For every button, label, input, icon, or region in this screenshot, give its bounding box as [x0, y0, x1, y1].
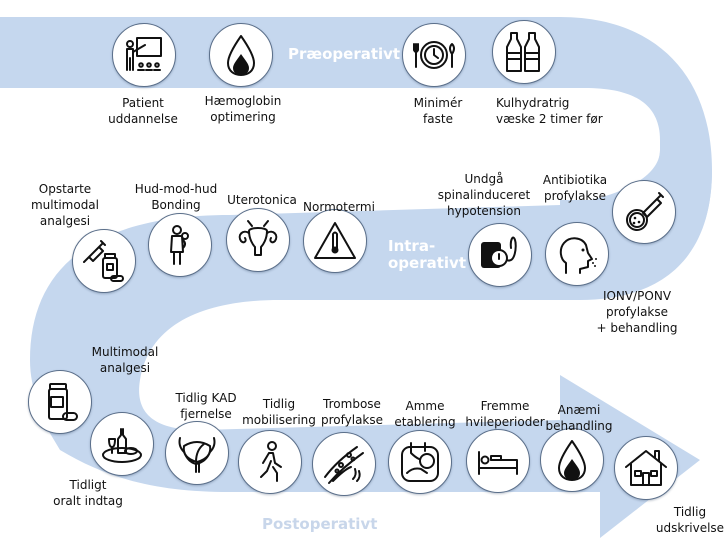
mother-baby-icon — [170, 225, 189, 265]
phase-label-postoperative: Postoperativt — [262, 515, 378, 533]
plate-clock-icon — [413, 41, 455, 69]
step-skin-to-skin — [148, 213, 212, 277]
uterus-icon — [238, 220, 278, 256]
label-early-mobilisation: Tidlig mobilisering — [242, 397, 316, 427]
band-preoperative — [0, 17, 712, 300]
bladder-catheter-icon — [178, 437, 216, 473]
label-anemia-treatment: Anæmi behandling — [545, 403, 613, 433]
label-promote-rest: Fremme hvileperioder — [465, 399, 545, 429]
label-hemoglobin: Hæmoglobin optimering — [204, 94, 282, 124]
bed-rest-icon — [478, 451, 518, 475]
step-breastfeeding — [388, 430, 452, 494]
blood-pressure-icon — [481, 236, 517, 268]
step-avoid-hypotension — [468, 223, 532, 287]
label-early-discharge: Tidlig udskrivelse — [655, 505, 725, 535]
label-normothermia: Normotermi — [303, 200, 375, 214]
step-normothermia — [303, 209, 367, 273]
syringe-pills-icon — [83, 240, 124, 282]
label-patient-education: Patient uddannelse — [108, 96, 178, 126]
label-skin-to-skin: Hud-mod-hud Bonding — [134, 182, 218, 212]
label-avoid-hypotension: Undgå spinalinduceret hypotension — [437, 172, 531, 218]
label-breastfeeding: Amme etablering — [394, 399, 456, 429]
label-early-oral-intake: Tidligt oralt indtag — [53, 478, 123, 508]
label-antibiotic-prophylaxis: Antibiotika profylakse — [542, 173, 608, 203]
breastfeeding-icon — [401, 442, 439, 482]
step-antibiotic-prophylaxis — [612, 180, 676, 244]
step-thrombosis-prophylaxis — [312, 432, 376, 496]
label-thrombosis-prophylaxis: Trombose profylakse — [320, 397, 384, 427]
step-hemoglobin — [209, 23, 273, 87]
blood-drop-icon — [558, 440, 586, 481]
phase-label-intraoperative: Intra- operativt — [388, 237, 466, 272]
pill-bottle-icon — [48, 383, 78, 421]
step-anemia-treatment — [540, 428, 604, 492]
step-early-mobilisation — [238, 430, 302, 494]
step-multimodal-analgesia — [28, 370, 92, 434]
step-patient-education — [112, 23, 176, 87]
thermometer-warning-icon — [314, 222, 356, 259]
label-start-multimodal-analgesia: Opstarte multimodal analgesi — [30, 182, 100, 228]
step-early-oral-intake — [90, 412, 154, 476]
step-early-catheter-removal — [165, 421, 229, 485]
house-icon — [625, 450, 667, 486]
step-uterotonics — [226, 208, 290, 272]
bottles-icon — [506, 32, 540, 72]
step-ponv-prophylaxis — [545, 222, 609, 286]
phase-label-preoperative: Præoperativt — [288, 45, 401, 63]
blood-drop-icon — [227, 35, 255, 76]
label-carbohydrate-drink: Kulhydratrig væske 2 timer før — [496, 96, 603, 126]
label-multimodal-analgesia: Multimodal analgesi — [91, 345, 159, 375]
head-nausea-icon — [559, 237, 597, 274]
teacher-classroom-icon — [126, 37, 162, 71]
walking-person-icon — [260, 441, 282, 482]
step-minimize-fasting — [402, 23, 466, 87]
step-carbohydrate-drink — [492, 20, 556, 84]
label-ponv-prophylaxis: IONV/PONV profylakse + behandling — [596, 289, 678, 335]
blood-vessel-clot-icon — [324, 446, 364, 484]
label-early-catheter-removal: Tidlig KAD fjernelse — [175, 391, 237, 421]
step-promote-rest — [466, 429, 530, 493]
label-minimize-fasting: Minimér faste — [413, 96, 463, 126]
syringe-bacteria-icon — [626, 192, 664, 231]
step-early-discharge — [614, 436, 678, 500]
step-start-multimodal-analgesia — [72, 229, 136, 293]
food-drink-icon — [102, 428, 142, 463]
label-uterotonics: Uterotonica — [227, 193, 297, 207]
